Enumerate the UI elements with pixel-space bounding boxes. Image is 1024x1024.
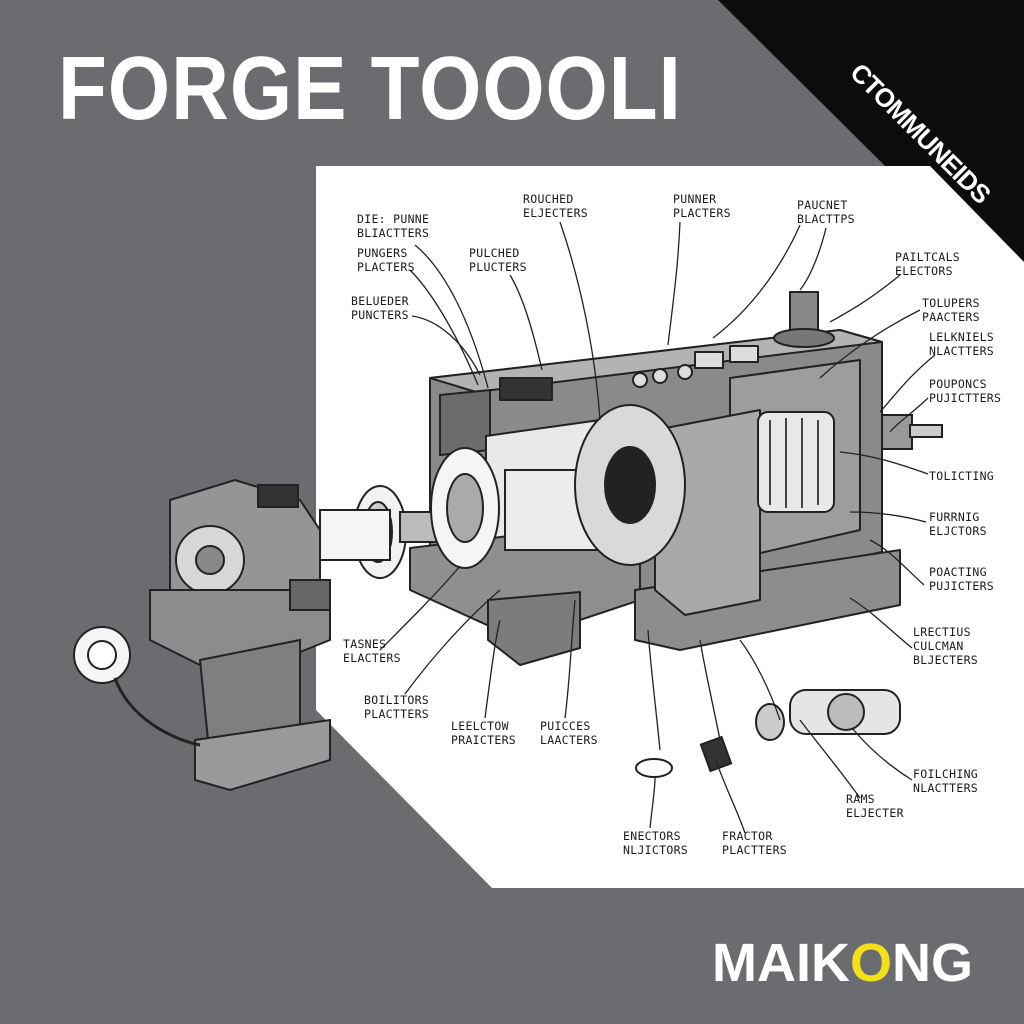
motor-unit bbox=[73, 478, 331, 792]
callout-line2: BLIACTTERS bbox=[357, 226, 430, 240]
callout-line2: LAACTERS bbox=[540, 733, 598, 747]
callout-line2: PUNCTERS bbox=[351, 308, 409, 322]
leader-lines bbox=[379, 221, 936, 834]
brand-suffix: NG bbox=[892, 933, 973, 993]
callout-line1: LRECTIUS bbox=[913, 625, 971, 639]
brand-highlight: O bbox=[849, 933, 892, 993]
callout-line1: ROUCHED bbox=[523, 192, 574, 206]
callout-line2: CULCMAN bbox=[913, 639, 964, 653]
callout-line1: LEELCTOW bbox=[451, 719, 509, 733]
callout-line1: TOLICTING bbox=[929, 469, 995, 483]
callout-label-tolicting: TOLICTING bbox=[929, 469, 994, 483]
callout-line1: PULCHED bbox=[469, 246, 520, 260]
callout-line2: NLJICTORS bbox=[623, 843, 689, 857]
callout-line1: PAILTCALS bbox=[895, 250, 961, 264]
callout-line2: PLACTTERS bbox=[364, 707, 430, 721]
callout-line2: ELECTORS bbox=[895, 264, 953, 278]
brand-logo: MAIKONG bbox=[712, 932, 973, 994]
callout-line1: POACTING bbox=[929, 565, 987, 579]
callout-line1: ENECTORS bbox=[623, 829, 681, 843]
callout-line1: LELKNIELS bbox=[929, 330, 995, 344]
callout-line1: FURRNIG bbox=[929, 510, 980, 524]
poster-title: FORGE TOOOLI bbox=[58, 38, 682, 139]
callout-line1: POUPONCS bbox=[929, 377, 987, 391]
callout-line2: ELJECTER bbox=[846, 806, 904, 820]
callout-line2: ELJCTORS bbox=[929, 524, 987, 538]
callout-line2: BLACTTPS bbox=[797, 212, 855, 226]
callout-line3: BLJECTERS bbox=[913, 653, 979, 667]
callout-line2: PUJICTERS bbox=[929, 579, 995, 593]
callout-line2: PLUCTERS bbox=[469, 260, 527, 274]
callout-line1: DIE: PUNNE bbox=[357, 212, 430, 226]
callout-line2: NLACTTERS bbox=[929, 344, 995, 358]
callout-line1: TASNES bbox=[343, 637, 387, 651]
callout-line1: PAUCNET bbox=[797, 198, 848, 212]
callout-line2: NLACTTERS bbox=[913, 781, 979, 795]
callout-line1: PUNNER bbox=[673, 192, 717, 206]
callout-line2: PUJICTTERS bbox=[929, 391, 1002, 405]
callout-line2: PRAICTERS bbox=[451, 733, 517, 747]
callout-line2: PLACTTERS bbox=[722, 843, 788, 857]
callout-line1: PUNGERS bbox=[357, 246, 408, 260]
callout-line1: FRACTOR bbox=[722, 829, 773, 843]
callout-line1: FOILCHING bbox=[913, 767, 979, 781]
callout-line2: ELACTERS bbox=[343, 651, 401, 665]
brand-prefix: MAIK bbox=[712, 933, 850, 993]
callout-line1: PUICCES bbox=[540, 719, 591, 733]
callout-line1: BELUEDER bbox=[351, 294, 409, 308]
callout-line2: ELJECTERS bbox=[523, 206, 589, 220]
callout-line1: TOLUPERS bbox=[922, 296, 980, 310]
callout-line2: PAACTERS bbox=[922, 310, 980, 324]
callout-line2: PLACTERS bbox=[673, 206, 731, 220]
callout-line1: BOILITORS bbox=[364, 693, 430, 707]
callout-line2: PLACTERS bbox=[357, 260, 415, 274]
callout-line1: RAMS bbox=[846, 792, 875, 806]
